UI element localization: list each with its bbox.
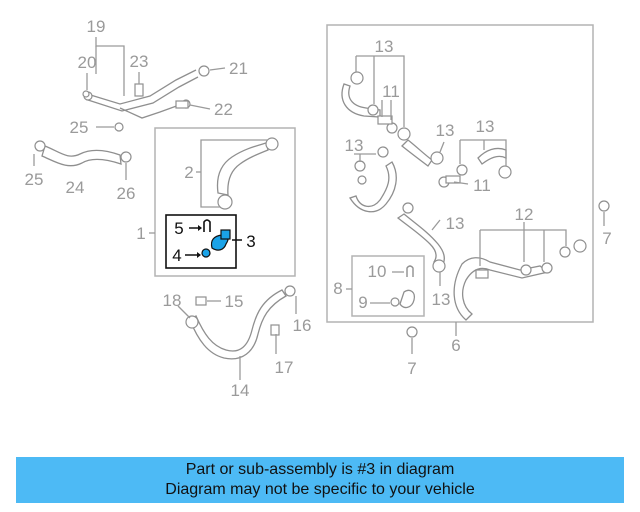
clamp-7-bottom — [406, 326, 418, 338]
hose-upper-13 — [341, 71, 411, 141]
hose-14 — [185, 285, 296, 360]
callout-13-mid-a: 13 — [436, 121, 455, 140]
callout-13-bottom: 13 — [432, 290, 451, 309]
part-3-hose[interactable] — [210, 229, 231, 251]
parts-diagram: 19 20 23 21 22 25 25 24 26 2 1 5 4 3 18 … — [25, 17, 612, 400]
callout-13-left: 13 — [345, 136, 364, 155]
hose-2 — [216, 137, 279, 210]
callout-2: 2 — [184, 163, 193, 182]
hose-12 — [453, 239, 587, 321]
callout-26: 26 — [117, 184, 136, 203]
callout-4[interactable]: 4 — [172, 246, 181, 265]
callout-13-low: 13 — [446, 214, 465, 233]
callout-5[interactable]: 5 — [174, 219, 183, 238]
callout-21: 21 — [229, 59, 248, 78]
hose-mid-13 — [401, 139, 444, 167]
bolt-23 — [134, 83, 144, 97]
callout-15: 15 — [225, 292, 244, 311]
group-box-8 — [351, 255, 425, 317]
callout-3[interactable]: 3 — [246, 232, 255, 251]
callout-20: 20 — [78, 53, 97, 72]
diagram-caption-banner: Part or sub-assembly is #3 in diagram Di… — [16, 457, 624, 503]
callout-24: 24 — [66, 178, 85, 197]
hose-upper-right-13 — [438, 147, 512, 188]
tube-assembly-19 — [83, 65, 210, 132]
callout-17: 17 — [275, 358, 294, 377]
callout-25-top: 25 — [70, 118, 89, 137]
callout-19: 19 — [87, 17, 106, 36]
callout-18: 18 — [163, 291, 182, 310]
clamp-20 — [82, 90, 90, 98]
callout-22: 22 — [214, 100, 233, 119]
bolt-22 — [175, 100, 189, 109]
highlight-box-3[interactable] — [165, 214, 237, 269]
callout-8: 8 — [333, 279, 342, 298]
clip-10 — [406, 265, 414, 277]
part-4-seal[interactable] — [201, 248, 211, 258]
callout-7-bottom: 7 — [407, 359, 416, 378]
part-5-clip[interactable] — [203, 219, 211, 232]
callout-12: 12 — [515, 205, 534, 224]
callout-13-mid-b: 13 — [476, 117, 495, 136]
callout-13-top: 13 — [375, 37, 394, 56]
clamp-7-right — [598, 200, 610, 212]
seal-9 — [390, 289, 416, 309]
callout-9: 9 — [358, 293, 367, 312]
hose-left-13 — [349, 146, 397, 213]
callout-23: 23 — [130, 52, 149, 71]
group-box-1 — [154, 127, 296, 277]
caption-line-1: Part or sub-assembly is #3 in diagram — [185, 461, 455, 478]
callout-1: 1 — [136, 224, 145, 243]
callout-11-top: 11 — [382, 82, 400, 101]
hose-long-13 — [396, 202, 446, 273]
callout-25-bottom: 25 — [25, 170, 44, 189]
callout-16: 16 — [293, 316, 312, 335]
hose-24 — [34, 140, 132, 167]
callout-11-mid: 11 — [473, 176, 491, 195]
callout-10: 10 — [368, 262, 387, 281]
callout-14: 14 — [231, 381, 250, 400]
caption-line-2: Diagram may not be specific to your vehi… — [165, 481, 475, 498]
callout-7-right: 7 — [602, 229, 611, 248]
callout-6: 6 — [451, 336, 460, 355]
group-box-6 — [326, 24, 594, 323]
